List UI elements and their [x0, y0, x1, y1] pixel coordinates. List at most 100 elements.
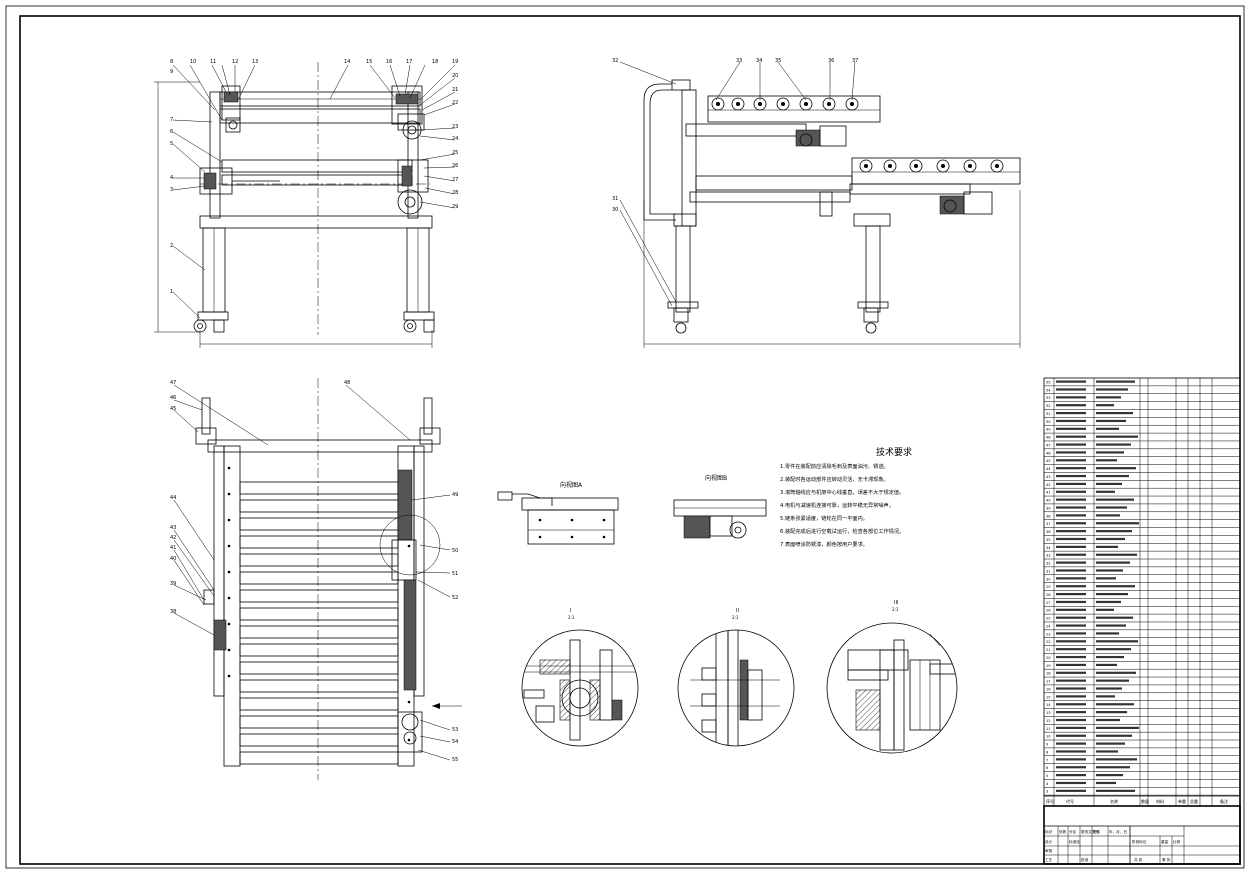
- lower-rollers: [859, 159, 1004, 173]
- tb-signature: 签名: [1093, 829, 1101, 834]
- balloon-30: 30: [612, 207, 618, 213]
- bom-row-number: 19: [1046, 664, 1051, 668]
- balloon-22: 22: [452, 100, 458, 106]
- bom-row-number: 9: [1046, 743, 1049, 747]
- balloon-17: 17: [406, 59, 412, 65]
- bom-header-4: 材料: [1156, 798, 1164, 804]
- bom-row-number: 46: [1046, 451, 1051, 455]
- bom-row-number: 45: [1046, 459, 1051, 463]
- detail-2: II 2:1: [677, 608, 795, 747]
- tb-mark: 标记: [1045, 829, 1053, 834]
- balloon-11: 11: [210, 59, 216, 65]
- balloon-53: 53: [452, 727, 458, 733]
- tech-line-3: 3.滚筒轴线应与机架中心线垂直，误差不大于规定值。: [780, 488, 904, 496]
- balloon-23: 23: [452, 124, 458, 130]
- bom-row-number: 15: [1046, 695, 1051, 699]
- side-view: 32 33 34 35 36 37 31 30: [612, 58, 1021, 348]
- tb-total-sheets: 共 张: [1134, 857, 1143, 862]
- bom-row-number: 28: [1046, 593, 1051, 597]
- bom-row-number: 47: [1046, 443, 1051, 447]
- bom-row-number: 22: [1046, 640, 1051, 644]
- tech-line-4: 4.电机与减速机连接可靠，运转平稳无异常噪声。: [780, 501, 894, 509]
- bom-header-5: 单重: [1178, 798, 1186, 804]
- bill-of-materials: 5554535251504948474645444342414039383736…: [1043, 377, 1241, 807]
- bom-row-number: 17: [1046, 680, 1051, 684]
- bom-row-number: 5: [1046, 774, 1048, 778]
- tb-weight: 重量: [1161, 839, 1169, 844]
- bom-row-number: 50: [1046, 420, 1051, 424]
- bom-row-number: 10: [1046, 735, 1051, 739]
- balloon-16: 16: [386, 59, 392, 65]
- bom-header-6: 总重: [1190, 798, 1198, 804]
- upper-rollers: [711, 97, 859, 111]
- bom-row-number: 42: [1046, 483, 1051, 487]
- bom-row-number: 25: [1046, 617, 1051, 621]
- view-a: 向视图A: [497, 481, 619, 545]
- balloon-31: 31: [612, 196, 618, 202]
- balloon-42: 42: [170, 535, 176, 541]
- tech-line-1: 1.零件在装配前应清除毛刺及表面油污、锈迹。: [780, 462, 889, 470]
- tb-scale: 比例: [1173, 839, 1181, 844]
- balloon-41: 41: [170, 545, 176, 551]
- balloon-25: 25: [452, 150, 458, 156]
- bom-row-number: 51: [1046, 412, 1051, 416]
- balloon-48: 48: [344, 380, 350, 386]
- balloon-12: 12: [232, 59, 238, 65]
- bom-row-number: 49: [1046, 428, 1051, 432]
- detail-3-label: III: [894, 600, 898, 606]
- bom-row-number: 7: [1046, 758, 1048, 762]
- bom-row-number: 37: [1046, 522, 1051, 526]
- tech-line-7: 7.表面喷涂防锈漆，颜色按用户要求。: [780, 540, 868, 548]
- bom-row-number: 23: [1046, 632, 1051, 636]
- tb-process: 工艺: [1045, 857, 1053, 862]
- balloon-29: 29: [452, 204, 458, 210]
- tech-line-2: 2.装配时各运动部件应转动灵活，无卡滞现象。: [780, 475, 889, 483]
- bom-row-number: 41: [1046, 491, 1051, 495]
- balloon-21: 21: [452, 87, 458, 93]
- detail-3: III 2:1: [826, 600, 958, 754]
- bom-header-0: 序号: [1046, 798, 1054, 804]
- bom-row-number: 36: [1046, 530, 1051, 534]
- balloon-19: 19: [452, 59, 458, 65]
- balloon-27: 27: [452, 177, 458, 183]
- balloon-37: 37: [852, 58, 858, 64]
- bom-header-2: 名称: [1110, 798, 1118, 804]
- bom-row-number: 24: [1046, 624, 1051, 628]
- balloon-50: 50: [452, 548, 458, 554]
- bom-row-number: 13: [1046, 711, 1051, 715]
- bom-row-number: 35: [1046, 538, 1051, 542]
- balloon-8: 8: [170, 59, 173, 65]
- bom-row-number: 30: [1046, 577, 1051, 581]
- tb-sheet-no: 第 张: [1162, 857, 1171, 862]
- bom-row-number: 20: [1046, 656, 1051, 660]
- tb-count: 处数: [1059, 829, 1067, 834]
- balloon-20: 20: [452, 73, 458, 79]
- balloon-33: 33: [736, 58, 742, 64]
- bom-row-number: 29: [1046, 585, 1051, 589]
- balloon-49: 49: [452, 492, 458, 498]
- balloon-14: 14: [344, 59, 350, 65]
- view-a-label: 向视图A: [560, 481, 583, 489]
- balloon-52: 52: [452, 595, 458, 601]
- balloon-35: 35: [775, 58, 781, 64]
- bom-row-number: 54: [1046, 388, 1051, 392]
- bom-row-number: 21: [1046, 648, 1051, 652]
- balloon-26: 26: [452, 163, 458, 169]
- balloon-54: 54: [452, 739, 458, 745]
- tb-zone: 分区: [1069, 829, 1077, 834]
- balloon-38: 38: [170, 609, 176, 615]
- tb-review: 审核: [1045, 848, 1053, 853]
- balloon-47: 47: [170, 380, 176, 386]
- view-b-label: 向视图B: [705, 474, 727, 482]
- detail-1: I 2:1: [521, 608, 639, 747]
- bom-row-number: 12: [1046, 719, 1051, 723]
- bom-header-7: 备注: [1220, 798, 1228, 804]
- bom-row-number: 52: [1046, 404, 1051, 408]
- balloon-7: 7: [170, 117, 173, 123]
- detail-1-label: I: [570, 608, 571, 614]
- bom-row-number: 40: [1046, 499, 1051, 503]
- tech-line-6: 6.装配完成后进行空载试运行，检查各部位工作情况。: [780, 527, 904, 535]
- balloon-15: 15: [366, 59, 372, 65]
- bom-row-number: 4: [1046, 782, 1049, 786]
